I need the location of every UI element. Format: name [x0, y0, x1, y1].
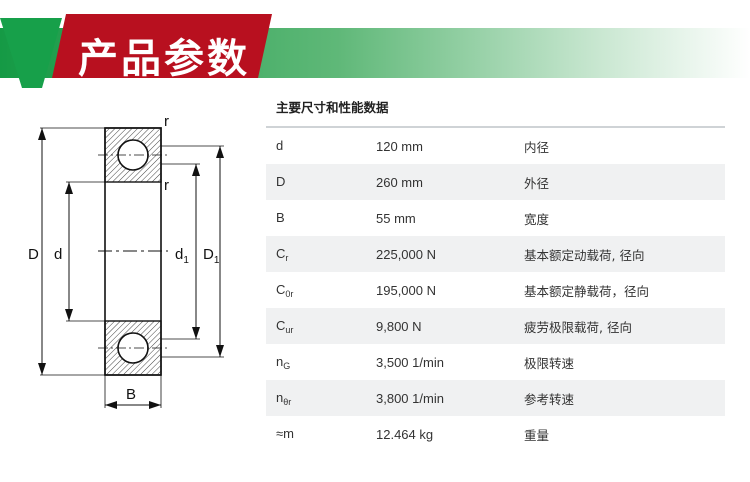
label-r-top: r: [164, 113, 169, 130]
table-row: D 260 mm 外径: [266, 164, 725, 200]
row-description: 宽度: [524, 211, 550, 227]
table-row: d 120 mm 内径: [266, 128, 725, 164]
row-symbol: Cr: [276, 245, 289, 263]
row-value: 55 mm: [376, 210, 416, 226]
banner-graphic: [0, 14, 750, 88]
row-description: 外径: [524, 175, 550, 191]
row-symbol: ≈m: [276, 425, 294, 441]
table-row: ≈m 12.464 kg 重量: [266, 416, 725, 452]
row-value: 12.464 kg: [376, 426, 434, 442]
spec-table: 主要尺寸和性能数据 d 120 mm 内径 D 260 mm 外径 B 55 m…: [266, 92, 725, 452]
row-value: 120 mm: [376, 138, 423, 154]
row-value: 3,800 1/min: [376, 390, 444, 406]
row-symbol: D: [276, 173, 286, 189]
row-value: 9,800 N: [376, 318, 422, 334]
table-heading: 主要尺寸和性能数据: [266, 92, 725, 128]
row-symbol: B: [276, 209, 285, 225]
row-description: 内径: [524, 139, 550, 155]
table-row: nG 3,500 1/min 极限转速: [266, 344, 725, 380]
red-title-block: [52, 14, 272, 78]
row-description: 疲劳极限载荷, 径向: [524, 319, 632, 335]
row-description: 基本额定动载荷, 径向: [524, 247, 645, 263]
table-row: nθr 3,800 1/min 参考转速: [266, 380, 725, 416]
label-d1: d1: [175, 246, 189, 266]
table-row: Cr 225,000 N 基本额定动载荷, 径向: [266, 236, 725, 272]
green-v-mark: [0, 18, 62, 88]
row-description: 重量: [524, 427, 550, 443]
row-value: 225,000 N: [376, 246, 436, 262]
table-row: B 55 mm 宽度: [266, 200, 725, 236]
row-symbol: C0r: [276, 281, 294, 299]
row-symbol: nG: [276, 353, 291, 371]
row-symbol: Cur: [276, 317, 294, 335]
table-row: C0r 195,000 N 基本额定静载荷，径向: [266, 272, 725, 308]
bearing-cross-section: [38, 127, 224, 409]
banner-title: 产品参数: [78, 36, 250, 82]
label-d: d: [54, 246, 63, 263]
row-value: 195,000 N: [376, 282, 436, 298]
row-value: 3,500 1/min: [376, 354, 444, 370]
row-description: 参考转速: [524, 391, 575, 407]
header-banner: 产品参数: [0, 0, 750, 92]
label-B: B: [126, 386, 137, 403]
row-symbol: d: [276, 137, 284, 153]
label-D: D: [28, 246, 39, 263]
table-row: Cur 9,800 N 疲劳极限载荷, 径向: [266, 308, 725, 344]
bearing-drawing: r r D d d1 D1 B: [22, 108, 252, 418]
row-description: 极限转速: [524, 355, 575, 371]
row-description: 基本额定静载荷，径向: [524, 283, 650, 299]
row-symbol: nθr: [276, 389, 292, 407]
row-value: 260 mm: [376, 174, 423, 190]
label-r-inner: r: [164, 177, 169, 194]
label-D1: D1: [203, 246, 220, 266]
